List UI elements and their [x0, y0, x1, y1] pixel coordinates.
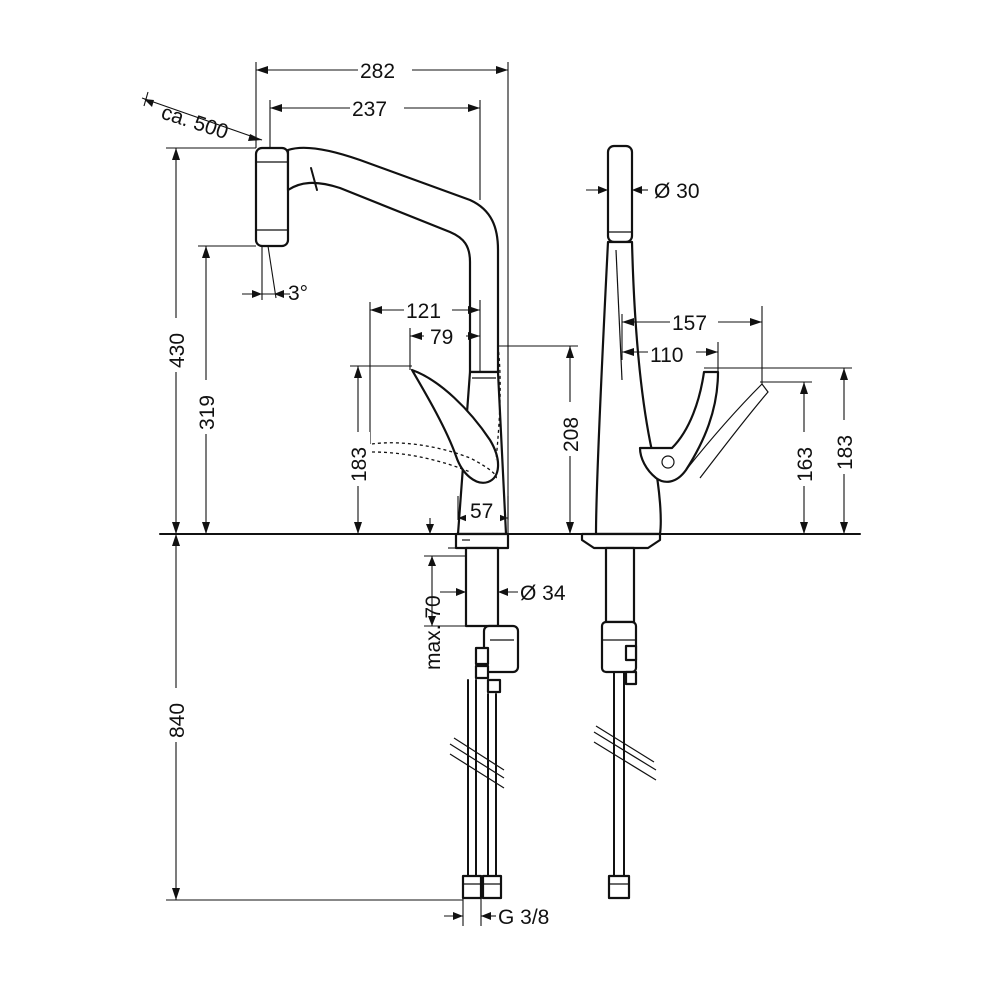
dim-110-label: 110	[650, 344, 683, 367]
dim-3deg-label: 3°	[288, 282, 308, 305]
dim-500-label: ca. 500	[158, 101, 231, 144]
dim-840-label: 840	[166, 703, 189, 738]
dim-183-left-label: 183	[348, 447, 371, 482]
lever-handle	[410, 368, 500, 484]
front-spray-head	[606, 144, 634, 244]
dim-157-label: 157	[672, 312, 707, 335]
dim-208-label: 208	[560, 417, 583, 452]
hose-fitting-right	[481, 874, 503, 900]
dim-237-label: 237	[352, 98, 387, 121]
shank	[464, 546, 500, 628]
dimension-lines	[141, 62, 852, 926]
spray-head	[254, 146, 290, 248]
dim-282-label: 282	[360, 60, 395, 83]
dim-30-label: Ø 30	[654, 180, 700, 203]
hose-fitting-left	[461, 874, 483, 900]
front-lever-handle	[638, 370, 720, 483]
dim-34-label: Ø 34	[520, 582, 566, 605]
faucet-front-view	[580, 144, 769, 900]
dim-79-label: 79	[430, 326, 453, 349]
front-shank	[604, 546, 636, 624]
dim-g38-label: G 3/8	[498, 906, 549, 929]
dimension-labels: 282 237 ca. 500 3° 430 319 121 79 183 20…	[158, 56, 857, 929]
dim-319-label: 319	[196, 395, 219, 430]
dim-121-label: 121	[406, 300, 441, 323]
front-body	[594, 240, 662, 536]
base-plate	[454, 532, 510, 550]
front-base-plate	[580, 532, 662, 550]
dim-57-label: 57	[470, 500, 493, 523]
lever-handle-open-dashed	[371, 442, 497, 479]
faucet-side-view	[254, 146, 520, 900]
dim-430-label: 430	[166, 333, 189, 368]
front-hose-fitting	[607, 874, 631, 900]
dim-163-label: 163	[794, 447, 817, 482]
front-lever-open	[685, 383, 769, 479]
dim-70-label: max. 70	[422, 595, 445, 670]
spout-arm	[286, 146, 500, 374]
dim-183-right-label: 183	[834, 435, 857, 470]
